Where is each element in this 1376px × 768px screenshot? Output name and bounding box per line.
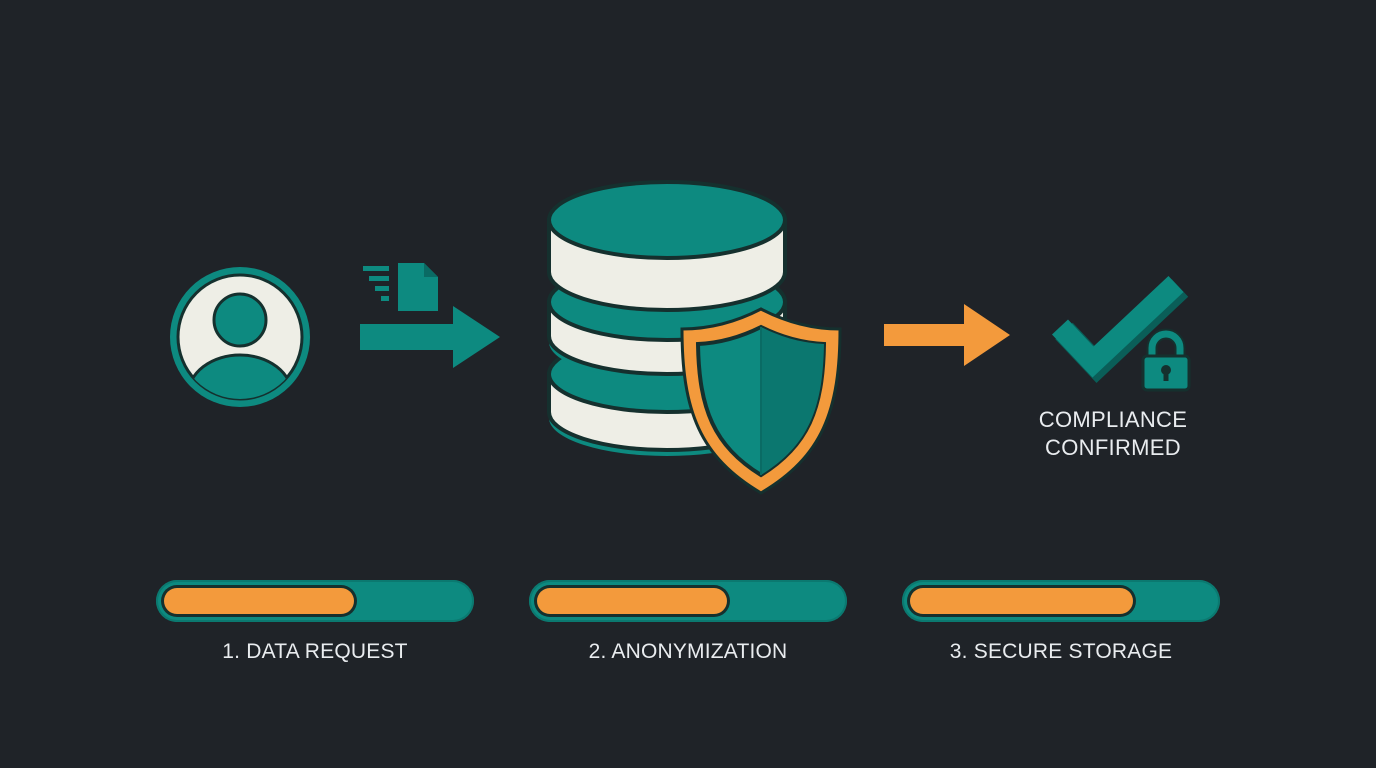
shield-icon xyxy=(676,305,846,495)
step-3: 3. SECURE STORAGE xyxy=(902,580,1220,664)
compliance-status: COMPLIANCE CONFIRMED xyxy=(1013,406,1213,462)
user-avatar-icon xyxy=(166,263,314,411)
step-2: 2. ANONYMIZATION xyxy=(529,580,847,664)
document-send-icon xyxy=(360,261,442,313)
step-1: 1. DATA REQUEST xyxy=(156,580,474,664)
step-1-progress-bar xyxy=(156,580,474,622)
arrow-right-icon xyxy=(358,304,503,370)
step-1-label: 1. DATA REQUEST xyxy=(222,640,408,663)
arrow-right-icon xyxy=(882,302,1012,368)
step-1-progress-fill xyxy=(164,588,354,614)
step-3-progress-bar xyxy=(902,580,1220,622)
checkmark-icon xyxy=(1048,272,1192,384)
step-2-label: 2. ANONYMIZATION xyxy=(588,640,788,663)
compliance-line-2: CONFIRMED xyxy=(1045,435,1181,460)
step-3-progress-fill xyxy=(910,588,1133,614)
compliance-line-1: COMPLIANCE xyxy=(1038,407,1188,432)
padlock-icon xyxy=(1140,328,1192,392)
step-2-progress-bar xyxy=(529,580,847,622)
step-3-label: 3. SECURE STORAGE xyxy=(949,640,1173,663)
step-2-progress-fill xyxy=(537,588,727,614)
